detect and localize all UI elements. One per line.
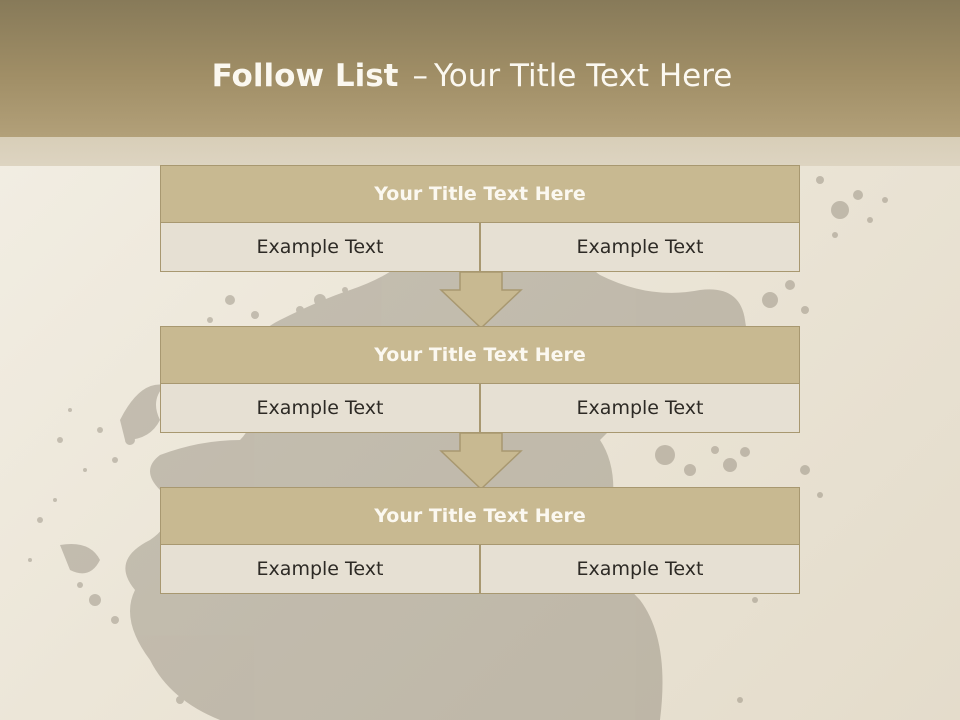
step-block-left-cell: Example Text bbox=[160, 383, 480, 433]
step-block-title: Your Title Text Here bbox=[160, 165, 800, 223]
step-block-left-cell: Example Text bbox=[160, 222, 480, 272]
slide-title-bold: Follow List bbox=[211, 58, 399, 94]
step-block-title: Your Title Text Here bbox=[160, 326, 800, 384]
slide-title-rest: Your Title Text Here bbox=[433, 58, 733, 94]
slide-title-dash: – bbox=[412, 58, 428, 94]
step-block-right-cell: Example Text bbox=[480, 383, 800, 433]
down-arrow-icon bbox=[439, 433, 523, 491]
step-block-right-cell: Example Text bbox=[480, 222, 800, 272]
step-block-left-cell: Example Text bbox=[160, 544, 480, 594]
down-arrow-icon bbox=[439, 272, 523, 330]
step-block-right-cell: Example Text bbox=[480, 544, 800, 594]
header-band bbox=[0, 137, 960, 166]
step-block-title: Your Title Text Here bbox=[160, 487, 800, 545]
header-bar bbox=[0, 0, 960, 137]
slide-title: Follow List–Your Title Text Here bbox=[0, 56, 944, 96]
